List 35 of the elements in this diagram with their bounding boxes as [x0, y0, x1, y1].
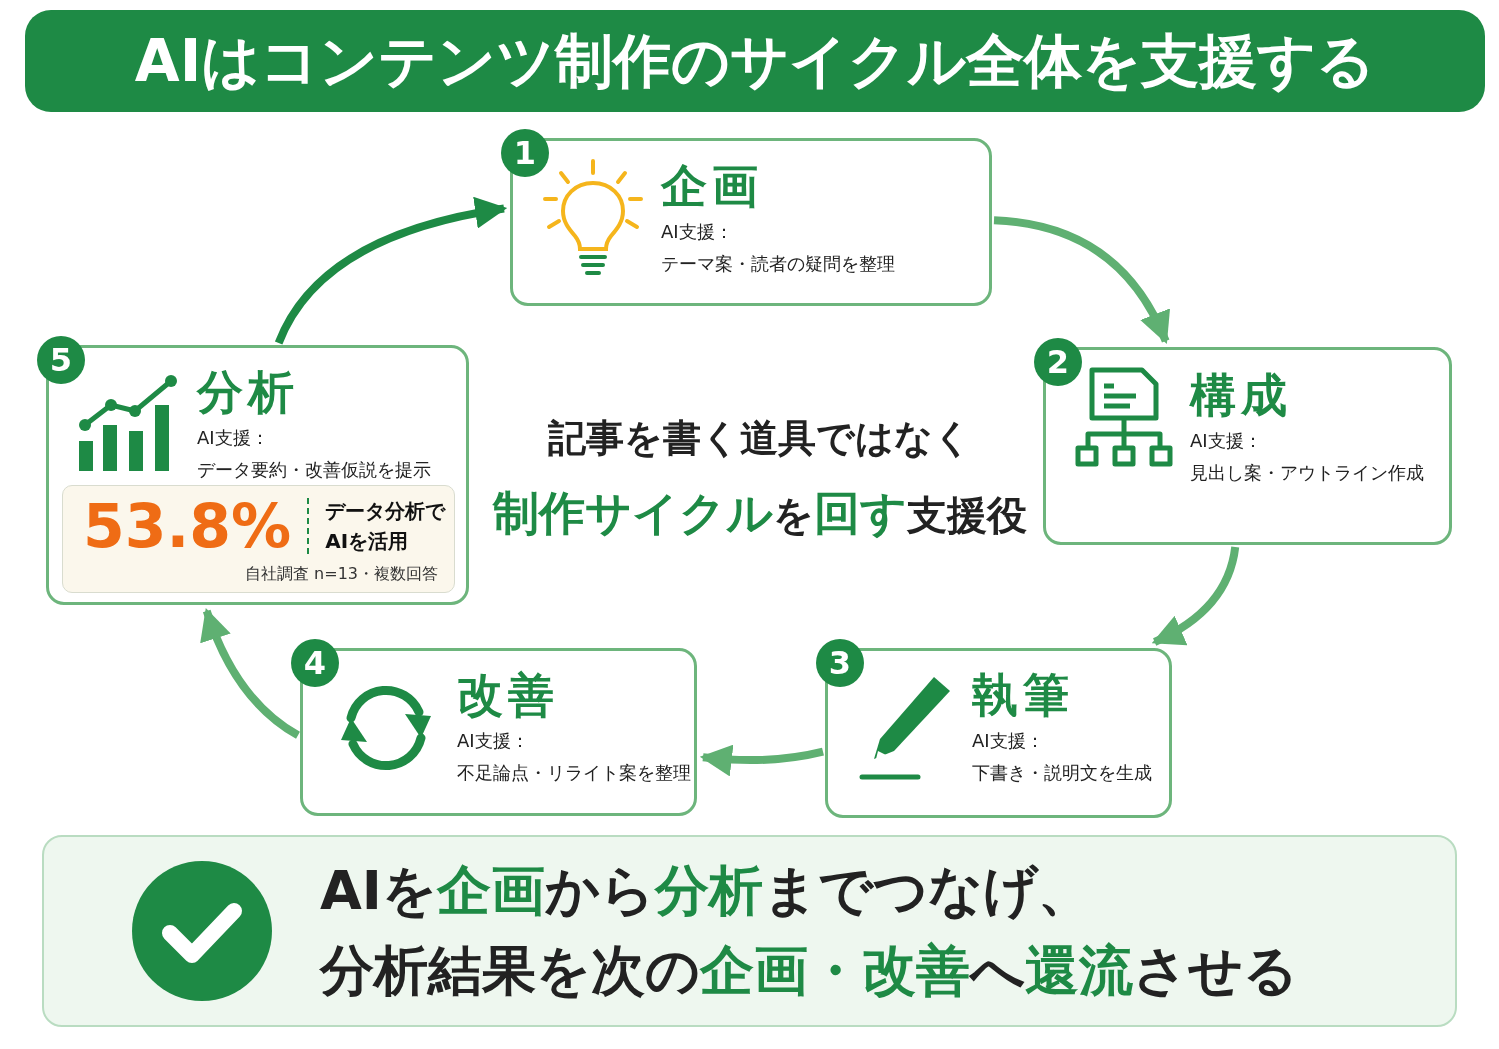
- stat-panel: [62, 485, 455, 593]
- cycle-arrow: [699, 744, 824, 777]
- center-message: 制作サイクルを回す支援役: [493, 485, 1027, 542]
- cycle-arrow: [275, 197, 508, 345]
- step-description: AI支援：: [197, 425, 270, 450]
- step-description: AI支援：: [1190, 428, 1263, 453]
- step-number-badge: 5: [37, 336, 85, 384]
- step-title: 構成: [1190, 367, 1293, 425]
- stat-percentage: 53.8%: [83, 490, 292, 562]
- center-message: 記事を書く道具ではなく: [548, 415, 972, 462]
- step-description: AI支援：: [457, 728, 530, 753]
- summary-text: AIを企画から分析までつなげ、: [320, 858, 1093, 924]
- cycle-arrow: [993, 216, 1170, 344]
- step-description: データ要約・改善仮説を提示: [197, 457, 431, 482]
- summary-text: 分析結果を次の企画・改善へ還流させる: [320, 938, 1298, 1004]
- cycle-arrow: [200, 607, 301, 739]
- step-description: AI支援：: [661, 219, 734, 244]
- survey-note: 自社調査 n=13・複数回答: [245, 563, 438, 585]
- step-number-badge: 3: [816, 639, 864, 687]
- step-description: テーマ案・読者の疑問を整理: [661, 251, 895, 276]
- step-title: 執筆: [972, 667, 1075, 724]
- step-description: 見出し案・アウトライン作成: [1190, 460, 1424, 485]
- step-number-badge: 4: [291, 639, 339, 687]
- step-title: 改善: [457, 667, 560, 724]
- step-number-badge: 1: [501, 129, 549, 177]
- step-title: 企画: [661, 158, 764, 216]
- step-description: 下書き・説明文を生成: [972, 760, 1152, 785]
- cycle-arrow: [1151, 546, 1240, 646]
- step-description: AI支援：: [972, 728, 1045, 753]
- summary-banner: [42, 835, 1457, 1027]
- step-title: 分析: [197, 364, 300, 421]
- step-number-badge: 2: [1034, 338, 1082, 386]
- title-banner: AIはコンテンツ制作のサイクル全体を支援する: [25, 10, 1485, 112]
- stat-caption: データ分析でAIを活用: [325, 498, 447, 555]
- step-description: 不足論点・リライト案を整理: [457, 760, 691, 785]
